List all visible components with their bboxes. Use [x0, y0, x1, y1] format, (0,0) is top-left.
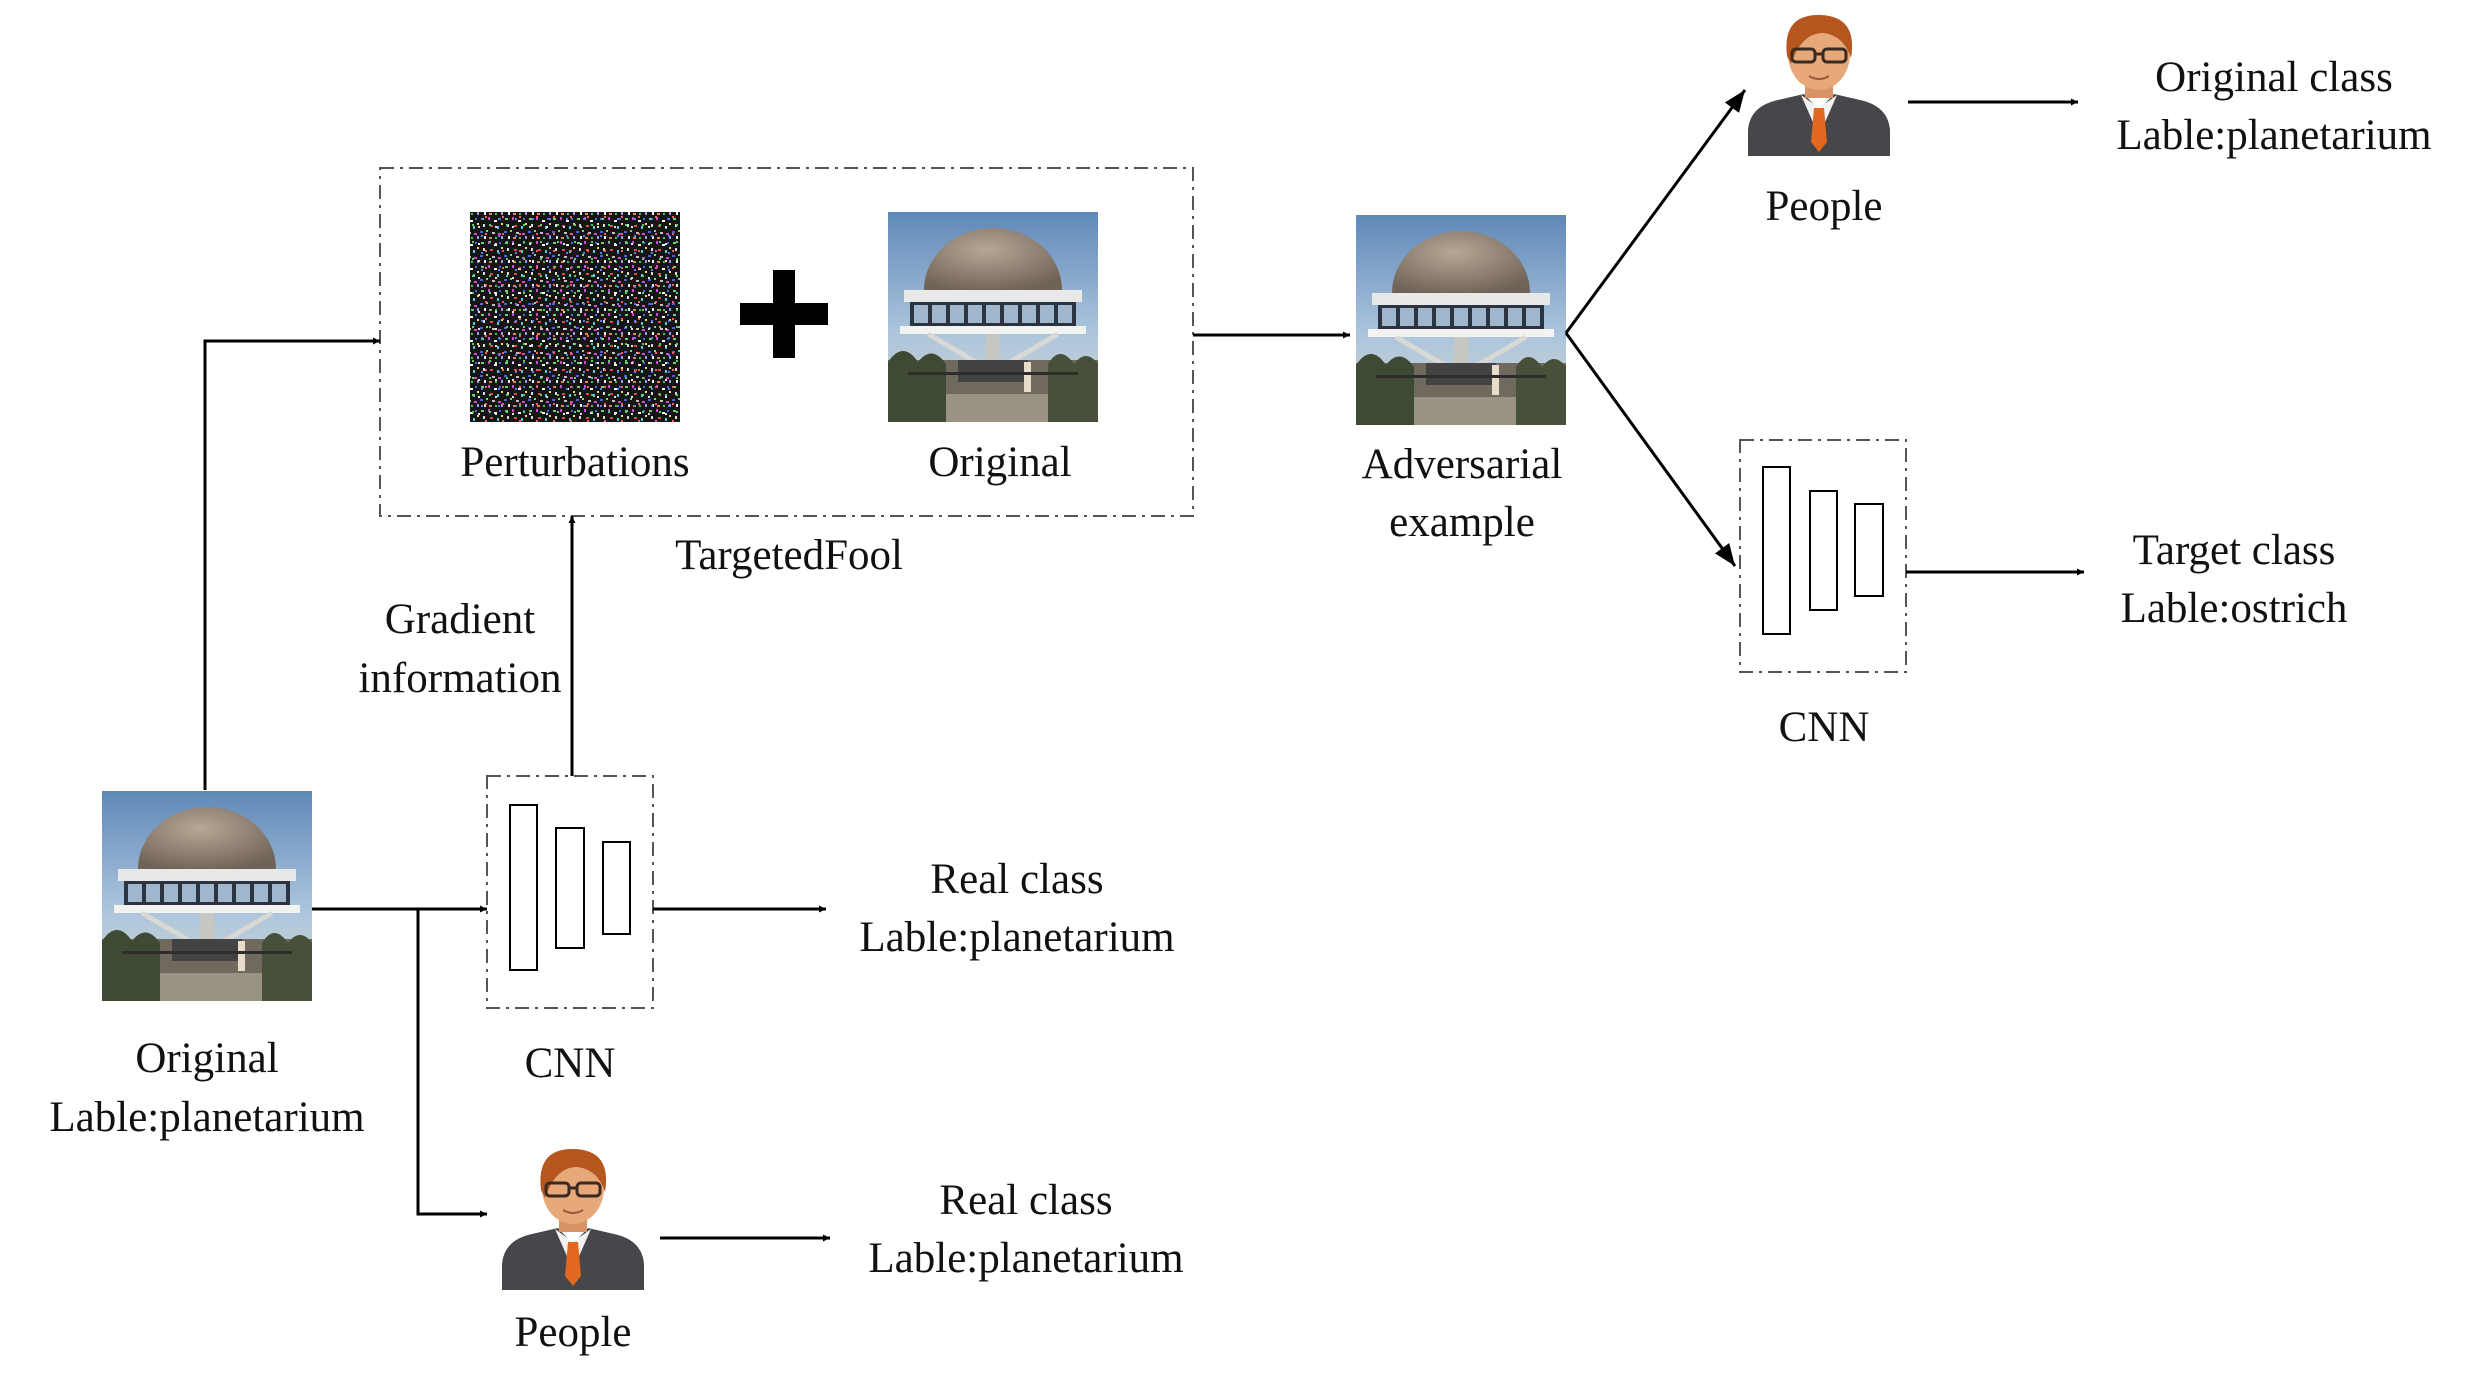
target-class-label: Target class [2133, 527, 2336, 574]
people-top-label: People [1765, 183, 1882, 230]
adversarial-example-image [1356, 215, 1566, 425]
real-class-people-label: Real class [939, 1177, 1112, 1224]
adversarial-example-label: Adversarial [1362, 441, 1563, 488]
targetedfool-label: TargetedFool [675, 532, 903, 579]
adversarial-example-label-line2: example [1389, 499, 1535, 546]
plus-icon [740, 270, 828, 358]
gradient-label-line2: information [358, 655, 561, 702]
connector-lines [203, 89, 2084, 1242]
target-class-value: Lable:ostrich [2121, 585, 2348, 632]
original-input-label: Original [135, 1035, 278, 1082]
original-input-image [102, 791, 312, 1001]
real-class-people-value: Lable:planetarium [868, 1235, 1183, 1282]
original-input-label-class: Lable:planetarium [49, 1094, 364, 1141]
diagram-labels: Original Lable:planetarium CNN Gradient … [49, 54, 2431, 1356]
perturbations-label: Perturbations [460, 439, 689, 486]
gradient-label: Gradient [385, 596, 535, 643]
person-icon [1746, 13, 1892, 156]
arrow-adversarial-to-people [1564, 89, 1747, 334]
real-class-cnn-label: Real class [930, 856, 1103, 903]
cnn-right-layers-icon [1762, 466, 1884, 635]
cnn-bottom-box [486, 775, 654, 1009]
cnn-right-label: CNN [1779, 704, 1870, 751]
cnn-right-box [1739, 439, 1907, 673]
targetedfool-original-label: Original [928, 439, 1071, 486]
original-class-value: Lable:planetarium [2116, 112, 2431, 159]
cnn-bottom-label: CNN [525, 1040, 616, 1087]
real-class-cnn-value: Lable:planetarium [859, 914, 1174, 961]
original-image-in-targetedfool [888, 212, 1098, 422]
perturbation-image [470, 212, 680, 422]
people-bottom-label: People [514, 1309, 631, 1356]
arrow-original-to-people [416, 909, 487, 1218]
arrow-adversarial-to-cnn [1564, 332, 1737, 567]
arrow-original-to-targetedfool [203, 337, 380, 790]
cnn-bottom-layers-icon [509, 804, 631, 971]
person-icon [500, 1147, 646, 1290]
original-class-label: Original class [2155, 54, 2393, 101]
